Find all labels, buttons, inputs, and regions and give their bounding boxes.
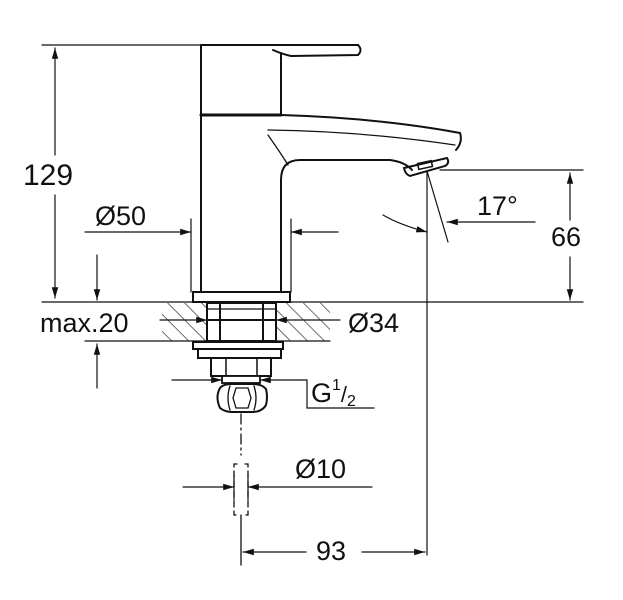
dim-hole-diameter: Ø34 [348, 308, 400, 338]
dim-spout-height: 66 [551, 222, 582, 252]
dim-body-diameter: Ø50 [95, 201, 147, 231]
dim-spout-angle: 17° [477, 191, 518, 221]
thread-slash: / [340, 382, 348, 407]
dim-deck-thickness: max.20 [40, 308, 129, 338]
deck-hatch-right [276, 303, 330, 341]
deck-hatch-left [162, 303, 207, 341]
thread-numerator: 1 [332, 377, 341, 394]
thread-denominator: 2 [347, 393, 356, 410]
dim-overall-height: 129 [23, 159, 74, 192]
dim-thread-size: G1/2 [311, 377, 356, 410]
thread-prefix: G [311, 378, 333, 408]
dim-supply-diameter: Ø10 [295, 454, 347, 484]
dim-projection: 93 [316, 536, 347, 566]
